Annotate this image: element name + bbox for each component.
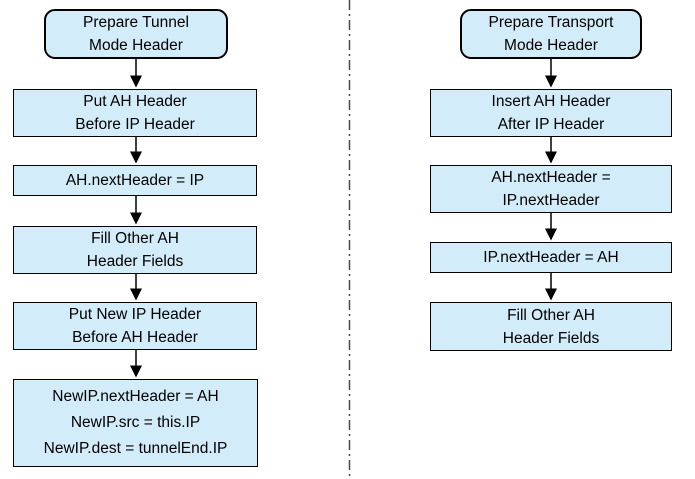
transport-step-fill-other-fields: Fill Other AH Header Fields	[430, 302, 672, 351]
tunnel-start-node: Prepare Tunnel Mode Header	[44, 9, 228, 59]
tunnel-step-newip-assignments: NewIP.nextHeader = AH NewIP.src = this.I…	[13, 379, 258, 467]
tunnel-step-put-ah-header: Put AH Header Before IP Header	[13, 89, 257, 137]
tunnel-step-put-new-ip-header: Put New IP Header Before AH Header	[13, 302, 257, 350]
transport-start-node: Prepare Transport Mode Header	[460, 9, 642, 59]
tunnel-step-ah-nextheader: AH.nextHeader = IP	[13, 165, 257, 196]
tunnel-step-fill-other-fields: Fill Other AH Header Fields	[13, 226, 257, 274]
transport-step-ah-nextheader: AH.nextHeader = IP.nextHeader	[430, 165, 672, 213]
transport-step-insert-ah-header: Insert AH Header After IP Header	[430, 89, 672, 137]
transport-step-ip-nextheader: IP.nextHeader = AH	[430, 242, 672, 273]
